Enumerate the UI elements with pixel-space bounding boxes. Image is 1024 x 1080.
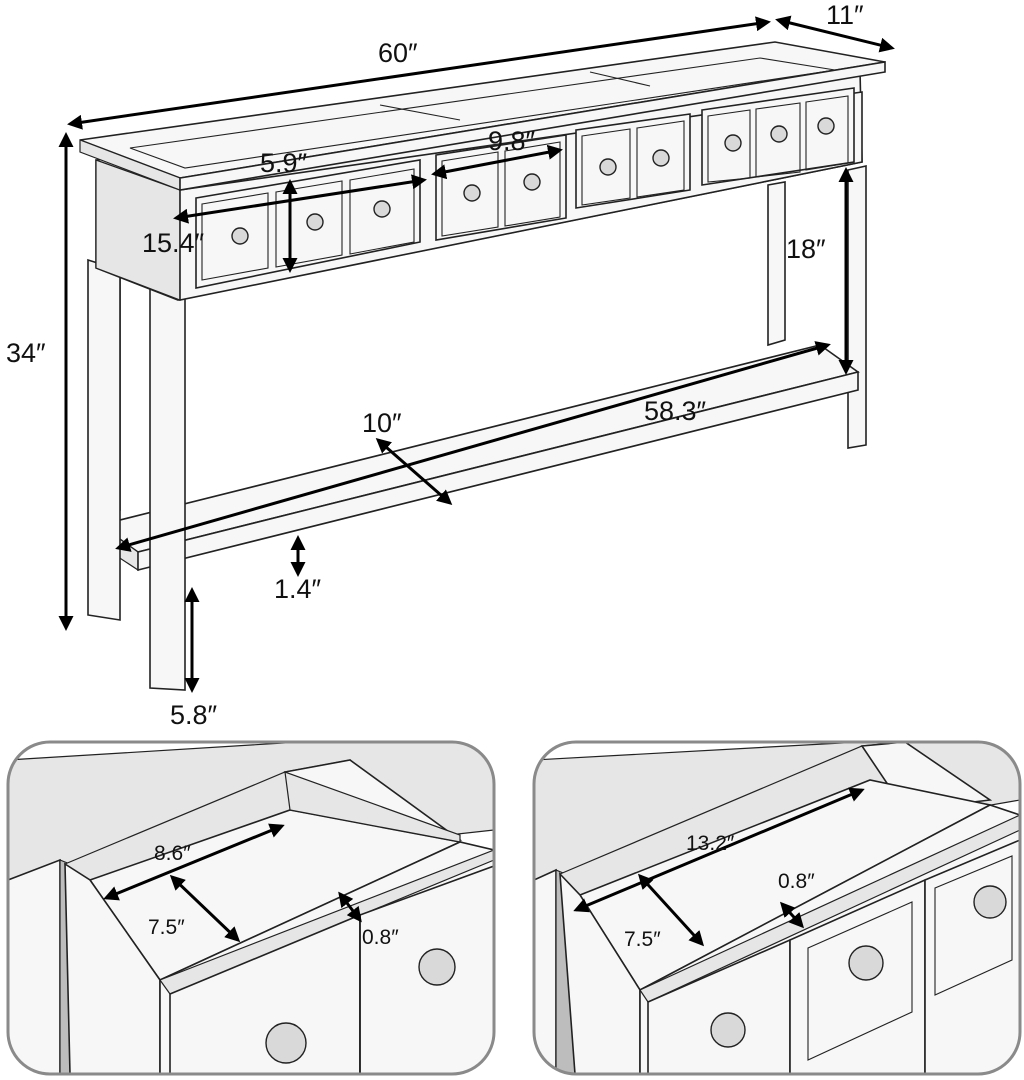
- depth-label: 11″: [826, 0, 864, 30]
- right-inner-width-label: 13.2″: [686, 832, 735, 855]
- drawer-width-middle-label: 9.8″: [488, 126, 536, 156]
- drawer-detail-left: [6, 740, 496, 1076]
- drawer-width-left-label: 15.4″: [142, 228, 205, 258]
- height-label: 34″: [6, 338, 46, 368]
- shelf-clearance-label: 18″: [786, 234, 826, 264]
- shelf-depth-label: 10″: [362, 408, 402, 438]
- left-inner-depth-label: 7.5″: [148, 916, 185, 939]
- drawer-height-label: 5.9″: [260, 148, 308, 178]
- right-inner-depth-label: 7.5″: [624, 928, 661, 951]
- leg-clearance-label: 5.8″: [170, 700, 218, 730]
- shelf-thickness-label: 1.4″: [274, 574, 322, 604]
- console-table-drawing: [79, 41, 886, 691]
- width-label: 60″: [378, 38, 418, 68]
- drawer-detail-right: [532, 740, 1022, 1076]
- dimension-arrows: [58, 15, 895, 693]
- shelf-length-label: 58.3″: [644, 396, 707, 426]
- left-inner-width-label: 8.6″: [154, 842, 191, 865]
- right-wall-label: 0.8″: [778, 870, 815, 893]
- left-wall-label: 0.8″: [362, 926, 399, 949]
